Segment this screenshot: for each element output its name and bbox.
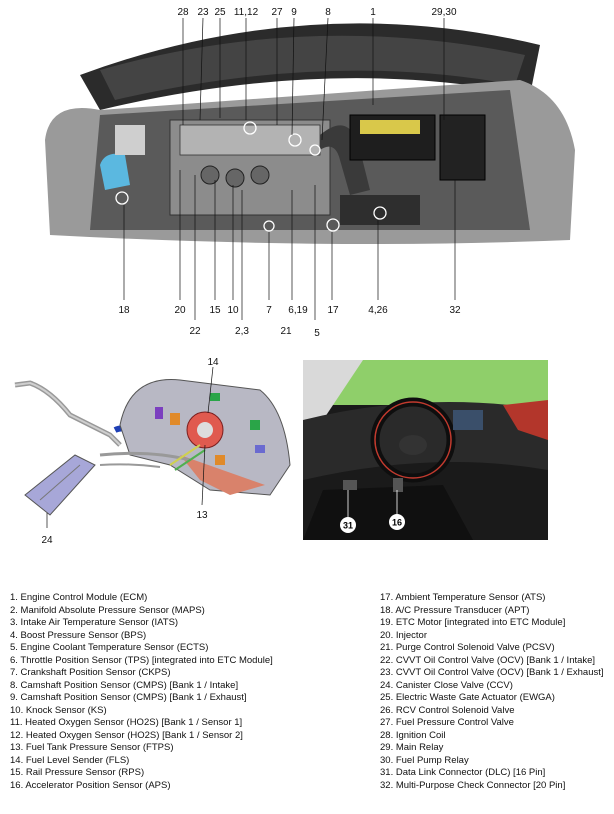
legend-item: 17. Ambient Temperature Sensor (ATS) <box>380 592 546 603</box>
label-8: 8 <box>325 7 331 18</box>
label-2-3: 2,3 <box>235 326 249 337</box>
legend-item: 32. Multi-Purpose Check Connector [20 Pi… <box>380 779 566 791</box>
label-4-26: 4,26 <box>368 305 388 316</box>
legend-left-column: 1. Engine Control Module (ECM)2. Manifol… <box>10 592 273 792</box>
label-22: 22 <box>189 326 201 337</box>
top-labels: 28 23 25 11,12 27 9 8 1 29,30 <box>177 7 457 18</box>
hood-inner-shape <box>100 35 525 100</box>
valve-cover-shape <box>179 124 321 156</box>
label-5: 5 <box>314 328 320 339</box>
label-10: 10 <box>227 305 239 316</box>
legend-item: 31. Data Link Connector (DLC) [16 Pin] <box>380 767 546 778</box>
label-11-12: 11,12 <box>234 7 259 18</box>
legend-item: 19. ETC Motor [integrated into ETC Modul… <box>380 617 566 628</box>
legend-item: 28. Ignition Coil <box>380 729 446 741</box>
callout-16: 16 <box>389 490 405 530</box>
legend-item: 8. Camshaft Position Sensor (CMPS) [Bank… <box>10 679 239 691</box>
legend-item: 6. Throttle Position Sensor (TPS) [integ… <box>10 654 273 666</box>
legend-item: 18. A/C Pressure Transducer (APT) <box>380 604 530 616</box>
canister-shape <box>24 454 96 516</box>
legend-item: 24. Canister Close Valve (CCV) <box>380 679 513 691</box>
legend-item: 26. RCV Control Solenoid Valve <box>380 704 515 716</box>
bottom-labels: 18 20 15 10 7 6,19 5 17 4,26 32 22 2,3 2… <box>118 305 461 339</box>
legend-item: 3. Intake Air Temperature Sensor (IATS) <box>10 617 179 628</box>
label-24: 24 <box>41 535 53 546</box>
label-1: 1 <box>370 7 376 18</box>
label-18: 18 <box>118 305 130 316</box>
label-25: 25 <box>214 7 226 18</box>
legend-item: 4. Boost Pressure Sensor (BPS) <box>10 629 147 641</box>
label-15: 15 <box>209 305 221 316</box>
fuel-tank-illustration: 14 13 24 <box>14 357 291 546</box>
legend-item: 7. Crankshaft Position Sensor (CKPS) <box>10 667 171 678</box>
legend-item: 16. Accelerator Position Sensor (APS) <box>10 779 171 791</box>
legend-item: 1. Engine Control Module (ECM) <box>10 592 148 603</box>
legend-item: 14. Fuel Level Sender (FLS) <box>10 754 130 766</box>
legend-item: 23. CVVT Oil Control Valve (OCV) [Bank 1… <box>380 667 604 678</box>
label-21: 21 <box>280 326 292 337</box>
label-29-30: 29,30 <box>431 7 456 18</box>
legend-item: 10. Knock Sensor (KS) <box>10 704 107 716</box>
legend-item: 13. Fuel Tank Pressure Sensor (FTPS) <box>10 742 174 753</box>
legend-item: 12. Heated Oxygen Sensor (HO2S) [Bank 1 … <box>10 729 243 741</box>
label-6-19: 6,19 <box>288 305 308 316</box>
legend-item: 25. Electric Waste Gate Actuator (EWGA) <box>380 692 555 703</box>
filler-pipe-shape <box>14 380 122 447</box>
legend-item: 15. Rail Pressure Sensor (RPS) <box>10 767 145 778</box>
cabin-illustration: 31 16 <box>303 360 548 540</box>
legend-item: 27. Fuel Pressure Control Valve <box>380 717 514 728</box>
sensor-markers <box>115 121 387 232</box>
label-9: 9 <box>291 7 297 18</box>
legend-item: 29. Main Relay <box>380 742 444 753</box>
leader-lines <box>123 17 456 320</box>
label-13: 13 <box>196 510 208 521</box>
callout-31: 31 <box>340 490 356 533</box>
svg-text:16: 16 <box>392 518 402 528</box>
label-7: 7 <box>266 305 272 316</box>
legend-item: 20. Injector <box>380 629 427 641</box>
label-20: 20 <box>174 305 186 316</box>
label-28: 28 <box>177 7 189 18</box>
legend-item: 2. Manifold Absolute Pressure Sensor (MA… <box>10 604 205 616</box>
label-23: 23 <box>197 7 209 18</box>
label-14: 14 <box>207 357 219 368</box>
legend-item: 11. Heated Oxygen Sensor (HO2S) [Bank 1 … <box>10 717 243 728</box>
svg-text:31: 31 <box>343 521 353 531</box>
legend-item: 21. Purge Control Solenoid Valve (PCSV) <box>380 642 555 653</box>
legend-item: 22. CVVT Oil Control Valve (OCV) [Bank 1… <box>380 654 596 666</box>
legend-item: 9. Camshaft Position Sensor (CMPS) [Bank… <box>10 692 247 703</box>
fuse-box-shape <box>439 114 486 181</box>
legend-item: 30. Fuel Pump Relay <box>380 754 469 766</box>
label-17: 17 <box>327 305 339 316</box>
label-32: 32 <box>449 305 461 316</box>
air-filter-shape <box>340 195 420 225</box>
legend-item: 5. Engine Coolant Temperature Sensor (EC… <box>10 642 209 653</box>
legend-right-column: 17. Ambient Temperature Sensor (ATS)18. … <box>380 592 604 792</box>
label-27: 27 <box>271 7 283 18</box>
reservoir-shape <box>100 153 130 190</box>
engine-bay-illustration: 28 23 25 11,12 27 9 8 1 29,30 18 20 15 1… <box>45 7 575 339</box>
